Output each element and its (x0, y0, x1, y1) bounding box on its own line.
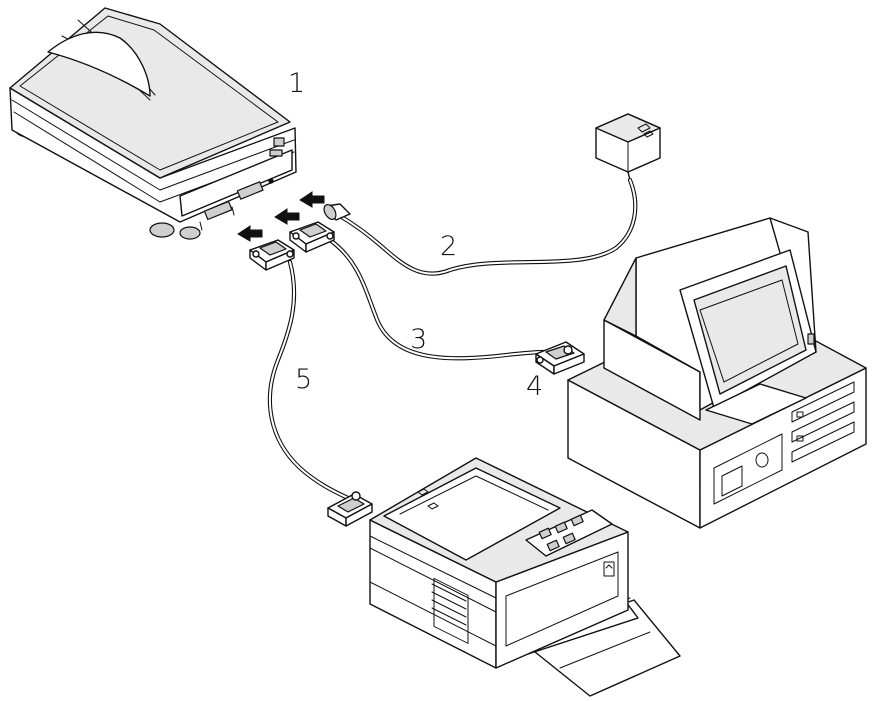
callout-4: 4 (526, 371, 543, 402)
computer-icon (567, 217, 867, 529)
power-cable (323, 177, 638, 276)
callout-3: 3 (410, 324, 427, 355)
printer-icon (369, 457, 681, 697)
connector-icon (289, 221, 335, 253)
scanner-icon (9, 7, 297, 240)
power-adapter-icon (595, 113, 661, 181)
callout-1: 1 (288, 68, 305, 99)
callout-5: 5 (295, 364, 312, 395)
parallel-cable-printer (267, 259, 355, 503)
connector-icon (249, 239, 295, 271)
connector-icon (535, 341, 585, 375)
arrow-icon (237, 191, 325, 242)
parallel-cable-pc (327, 237, 549, 361)
connector-icon (327, 491, 373, 527)
callout-2: 2 (440, 231, 457, 262)
